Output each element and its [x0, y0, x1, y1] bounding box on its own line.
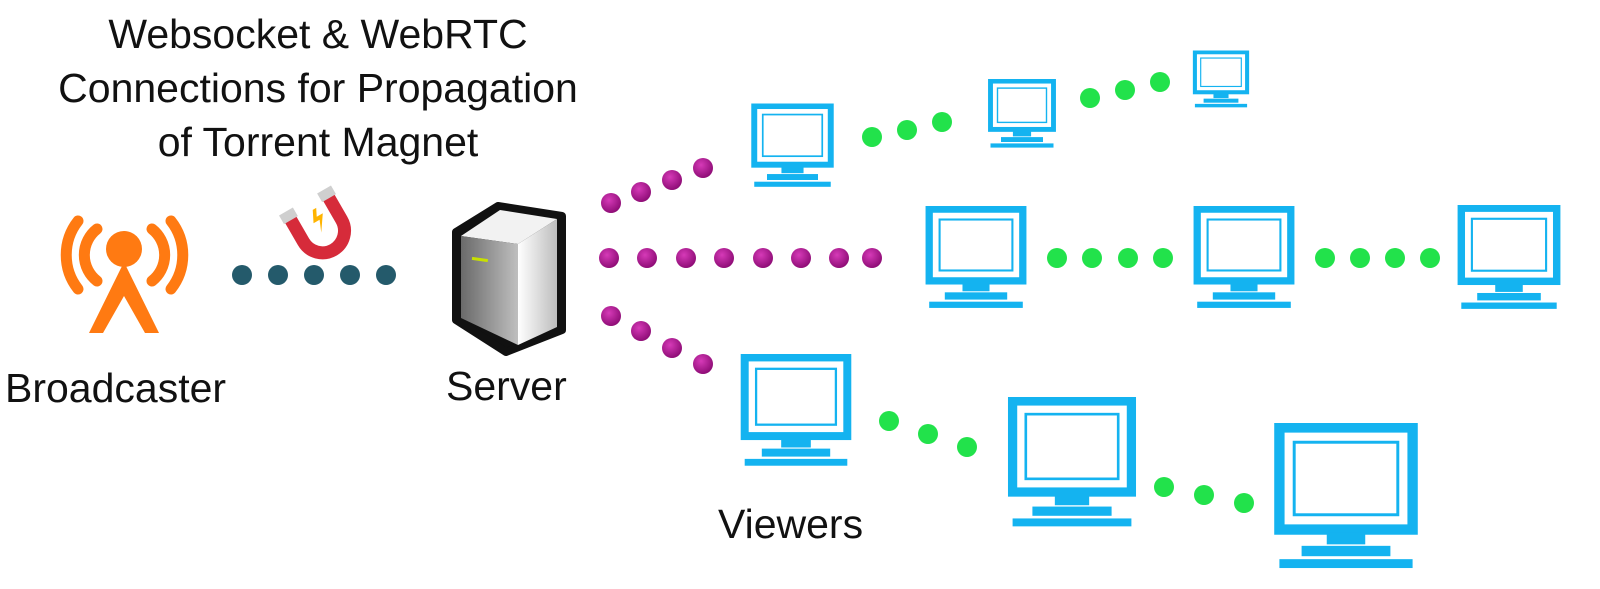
server-icon — [452, 202, 566, 356]
server-viewer-connections — [599, 158, 882, 374]
computer-monitor-icon — [1195, 52, 1247, 107]
computer-monitor-icon — [1013, 401, 1132, 526]
broadcaster-label: Broadcaster — [5, 365, 226, 411]
title-line-2: Connections for Propagation — [58, 65, 578, 111]
websocket-connection — [232, 265, 396, 285]
diagram-title: Websocket & WebRTC Connections for Propa… — [58, 11, 578, 165]
magnet-icon — [279, 185, 351, 260]
computer-monitor-icon — [929, 209, 1023, 308]
viewers-label: Viewers — [718, 501, 863, 547]
title-line-1: Websocket & WebRTC — [108, 11, 527, 57]
broadcast-tower-icon — [60, 215, 189, 333]
title-line-3: of Torrent Magnet — [158, 119, 479, 165]
server-label: Server — [446, 363, 567, 409]
computer-monitor-icon — [991, 81, 1054, 148]
computer-monitor-icon — [754, 106, 831, 187]
computer-monitor-icon — [1461, 208, 1556, 309]
computer-monitor-icon — [1197, 209, 1291, 308]
computer-monitor-icon — [1279, 427, 1412, 568]
computer-monitor-icon — [745, 357, 848, 465]
peer-connections — [862, 72, 1440, 513]
